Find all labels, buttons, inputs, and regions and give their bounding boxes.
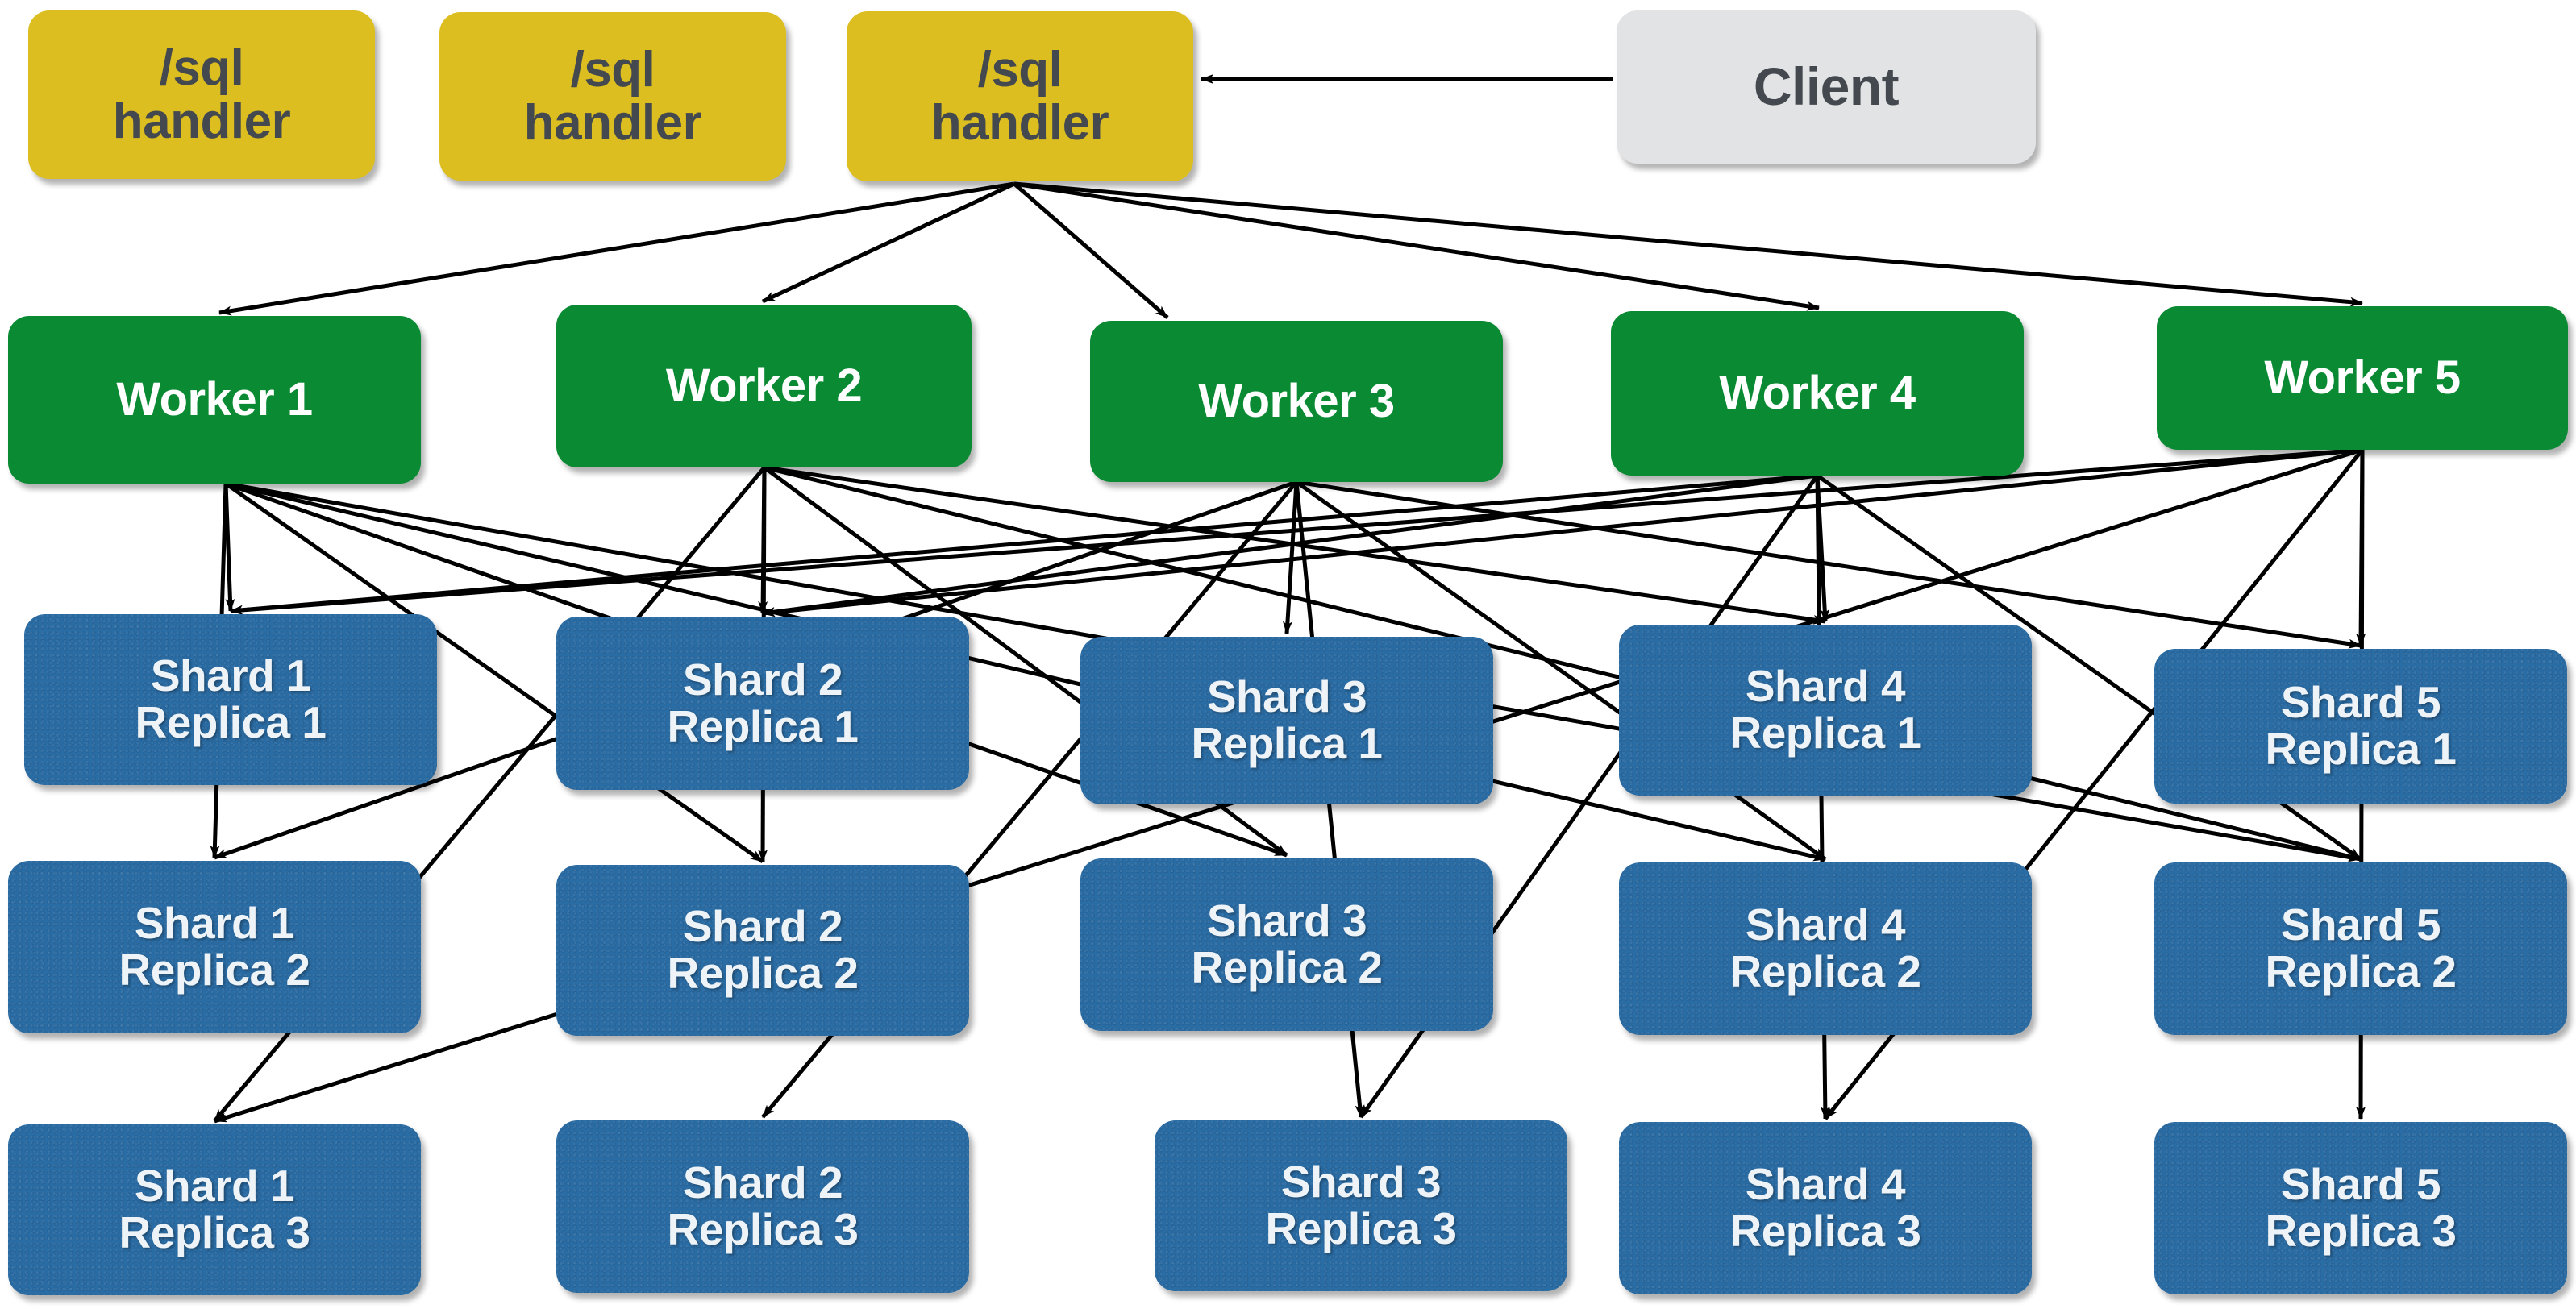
edge-worker-5-to-shard-2-replica-1 [762,447,2363,617]
edge-worker-3-to-shard-5-replica-1 [1296,480,2362,649]
edge-handler-3-to-worker-5 [1013,181,2363,307]
sql-handler-node-1[interactable]: /sql handler [28,10,375,179]
edge-handler-3-to-worker-3 [1013,182,1169,319]
edge-handler-3-to-worker-2 [761,181,1016,304]
client-node[interactable]: Client [1617,10,2036,164]
worker-node-3[interactable]: Worker 3 [1090,321,1503,482]
edge-worker-4-to-shard-2-replica-1 [762,473,1818,617]
edge-worker-3-to-shard-3-replica-1 [1282,481,1299,634]
edge-handler-3-to-worker-4 [1013,181,1820,311]
shard-node-5-replica-1[interactable]: Shard 5 Replica 1 [2154,649,2567,804]
shard-node-1-replica-3[interactable]: Shard 1 Replica 3 [8,1124,421,1295]
edge-worker-4-to-shard-1-replica-1 [230,473,1818,615]
shard-node-1-replica-2[interactable]: Shard 1 Replica 2 [8,861,421,1033]
shard-node-2-replica-3[interactable]: Shard 2 Replica 3 [556,1120,969,1293]
edge-handler-3-to-worker-1 [218,181,1015,316]
shard-node-1-replica-1[interactable]: Shard 1 Replica 1 [24,614,437,785]
shard-node-2-replica-1[interactable]: Shard 2 Replica 1 [556,617,969,790]
edge-worker-1-to-shard-4-replica-2 [225,481,1826,862]
worker-node-4[interactable]: Worker 4 [1611,311,2024,476]
sql-handler-node-2[interactable]: /sql handler [439,12,786,181]
edge-worker-4-to-shard-4-replica-1 [1815,475,1830,622]
shard-node-3-replica-1[interactable]: Shard 3 Replica 1 [1080,637,1493,804]
shard-node-4-replica-1[interactable]: Shard 4 Replica 1 [1619,625,2032,796]
edge-worker-2-to-shard-4-replica-1 [764,465,1826,625]
shard-node-4-replica-3[interactable]: Shard 4 Replica 3 [1619,1122,2032,1294]
edge-worker-5-to-shard-5-replica-1 [2356,449,2366,646]
shard-node-5-replica-3[interactable]: Shard 5 Replica 3 [2154,1122,2567,1294]
shard-node-3-replica-2[interactable]: Shard 3 Replica 2 [1080,858,1493,1031]
worker-node-2[interactable]: Worker 2 [556,305,972,468]
sql-handler-node-3[interactable]: /sql handler [847,11,1193,181]
shard-node-3-replica-3[interactable]: Shard 3 Replica 3 [1155,1120,1567,1291]
shard-node-5-replica-2[interactable]: Shard 5 Replica 2 [2154,862,2567,1035]
worker-node-1[interactable]: Worker 1 [8,316,421,484]
edge-worker-1-to-shard-1-replica-1 [223,483,235,612]
worker-node-5[interactable]: Worker 5 [2157,306,2568,450]
edge-worker-2-to-shard-2-replica-1 [758,467,768,614]
shard-node-4-replica-2[interactable]: Shard 4 Replica 2 [1619,862,2032,1035]
edge-worker-2-to-shard-5-replica-2 [764,465,2362,862]
shard-node-2-replica-2[interactable]: Shard 2 Replica 2 [556,865,969,1036]
